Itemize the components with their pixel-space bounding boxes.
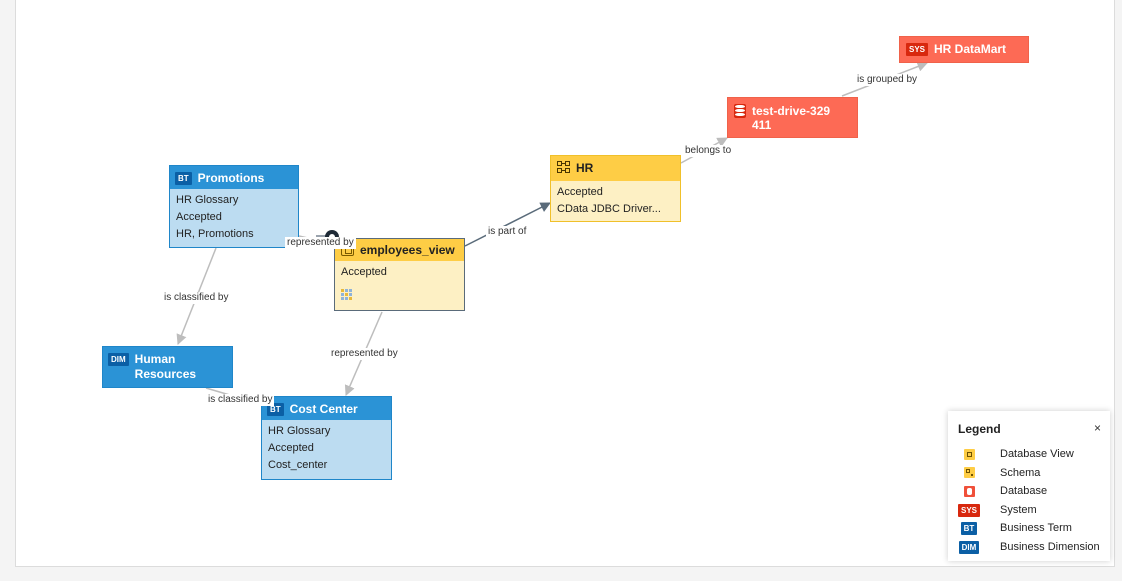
edge-label-grouped-by: is grouped by (855, 74, 920, 86)
legend-label: Business Term (1000, 522, 1072, 535)
node-title: Cost Center (289, 402, 358, 416)
dim-badge: DIM (958, 540, 980, 554)
node-title: Human Resources (134, 352, 197, 381)
node-test-drive[interactable]: test-drive-329411 (727, 97, 858, 138)
legend-label: Database View (1000, 448, 1074, 461)
node-cost-center[interactable]: BT Cost Center HR Glossary Accepted Cost… (261, 396, 392, 480)
legend-item-system: SYS System (958, 501, 1104, 520)
legend-label: Business Dimension (1000, 540, 1100, 553)
legend-item-database: Database (958, 482, 1104, 501)
node-domain: Cost_center (268, 459, 328, 471)
schema-icon (557, 161, 570, 173)
edge-label-classified-by-left: is classified by (162, 292, 231, 304)
legend-item-business-term: BT Business Term (958, 519, 1104, 538)
node-human-resources[interactable]: DIM Human Resources (102, 346, 233, 388)
legend-label: System (1000, 503, 1037, 516)
node-glossary: HR Glossary (268, 425, 331, 437)
legend-panel: Legend × Database View Schema Database S… (948, 411, 1110, 561)
edge-label-part-of: is part of (486, 226, 529, 238)
database-icon (963, 485, 975, 497)
edge-label-belongs-to: belongs to (683, 145, 734, 157)
database-icon (734, 104, 746, 118)
close-icon[interactable]: × (1093, 421, 1101, 435)
columns-icon (341, 289, 352, 300)
node-title: HR (576, 161, 594, 175)
node-glossary: HR Glossary (176, 194, 239, 206)
legend-item-schema: Schema (958, 464, 1104, 483)
legend-item-database-view: Database View (958, 445, 1104, 464)
node-hr-datamart[interactable]: SYS HR DataMart (899, 36, 1029, 63)
node-status: Accepted (176, 211, 222, 223)
legend-title: Legend (958, 422, 1001, 436)
database-view-icon (963, 448, 975, 460)
node-title: test-drive-329411 (752, 104, 831, 132)
node-employees-view[interactable]: employees_view Accepted (334, 238, 465, 311)
edge-label-classified-by-bottom: is classified by (206, 394, 275, 406)
bt-badge: BT (175, 172, 192, 185)
sys-badge: SYS (958, 503, 981, 517)
node-hr-schema[interactable]: HR Accepted CData JDBC Driver... (550, 155, 681, 222)
node-source: CData JDBC Driver... (557, 203, 661, 215)
edge-label-represented-by-bottom: represented by (329, 348, 400, 360)
legend-item-business-dimension: DIM Business Dimension (958, 538, 1104, 557)
connector-stub (316, 235, 326, 238)
node-title: employees_view (360, 243, 455, 257)
sys-badge: SYS (906, 43, 929, 56)
node-domain: HR, Promotions (176, 228, 254, 240)
node-promotions[interactable]: BT Promotions HR Glossary Accepted HR, P… (169, 165, 299, 248)
bt-badge: BT (960, 522, 978, 536)
schema-icon (963, 467, 975, 479)
dim-badge: DIM (108, 353, 129, 366)
bt-badge: BT (267, 403, 284, 416)
legend-label: Database (1000, 485, 1048, 498)
node-title: Promotions (197, 171, 265, 185)
node-status: Accepted (268, 442, 314, 454)
node-status: Accepted (341, 266, 387, 278)
legend-label: Schema (1000, 466, 1041, 479)
node-title: HR DataMart (934, 42, 1007, 56)
edge-label-represented-by-top: represented by (285, 237, 356, 249)
node-status: Accepted (557, 186, 603, 198)
